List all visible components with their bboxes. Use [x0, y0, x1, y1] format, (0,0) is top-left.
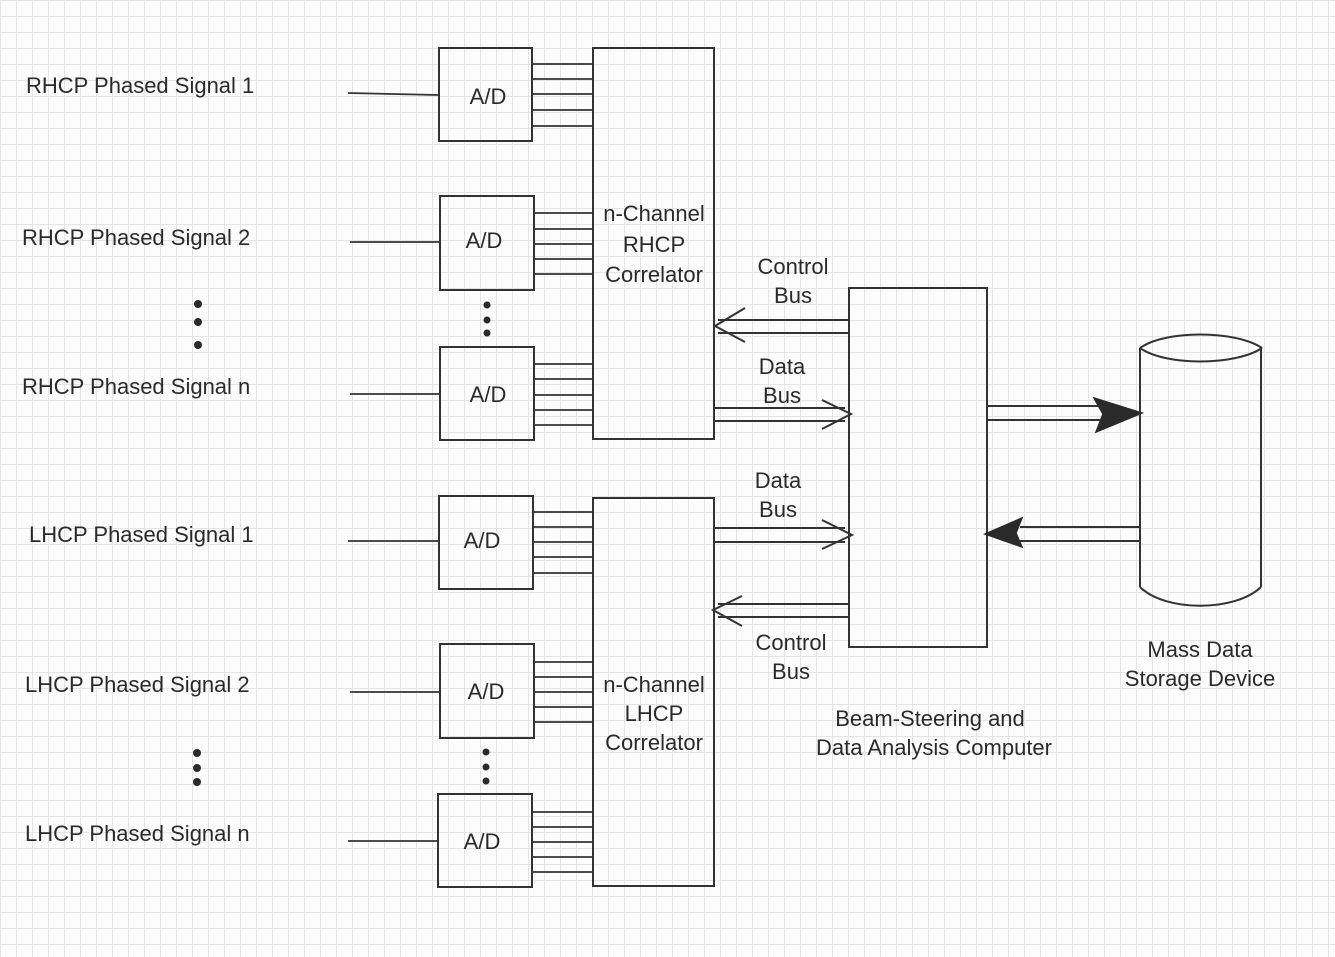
- ellipsis-dots: [193, 300, 491, 786]
- adc-label: A/D: [466, 228, 503, 253]
- storage-cylinder-icon: [1139, 333, 1263, 607]
- storage-label-line-2: Storage Device: [1125, 666, 1275, 691]
- computer-to-storage-link: [987, 396, 1145, 434]
- computer-label-line-2: Data Analysis Computer: [816, 735, 1052, 760]
- lhcp-signal-n-label: LHCP Phased Signal n: [25, 821, 250, 846]
- rhcp-correlator-line-1: n-Channel: [603, 201, 705, 226]
- adc-block-lhcp-n: A/D: [437, 793, 533, 888]
- lhcp-correlator-line-2: LHCP: [625, 701, 684, 726]
- rhcp-correlator-line-2: RHCP: [623, 232, 685, 257]
- adc-label: A/D: [464, 528, 501, 553]
- input-lines: [347, 92, 440, 842]
- adc-block-lhcp-2: A/D: [439, 643, 535, 739]
- lhcp-signal-1-label: LHCP Phased Signal 1: [29, 522, 254, 547]
- adc-block-rhcp-2: A/D: [439, 195, 535, 291]
- beam-steering-computer: [848, 287, 988, 648]
- lhcp-correlator-line-1: n-Channel: [603, 672, 705, 697]
- lhcp-data-bus: [714, 519, 855, 550]
- adc-label: A/D: [470, 382, 507, 407]
- lhcp-data-bus-label-2: Bus: [759, 497, 797, 522]
- arrowhead-right-icon: [1092, 396, 1145, 434]
- rhcp-data-bus: [714, 399, 854, 430]
- adc-block-rhcp-n: A/D: [439, 346, 535, 441]
- lhcp-control-bus-label-1: Control: [756, 630, 827, 655]
- computer-label-line-1: Beam-Steering and: [835, 706, 1025, 731]
- rhcp-data-bus-label-1: Data: [759, 354, 806, 379]
- rhcp-control-bus-label-2: Bus: [774, 283, 812, 308]
- rhcp-correlator-line-3: Correlator: [605, 262, 703, 287]
- adc-label: A/D: [468, 679, 505, 704]
- adc-block-rhcp-1: A/D: [438, 47, 533, 142]
- rhcp-correlator: n-Channel RHCP Correlator: [592, 47, 715, 440]
- lhcp-signal-2-label: LHCP Phased Signal 2: [25, 672, 250, 697]
- lhcp-control-bus: [710, 595, 849, 627]
- adc-output-wires: [532, 63, 593, 873]
- storage-label-line-1: Mass Data: [1147, 637, 1253, 662]
- lhcp-control-bus-label-2: Bus: [772, 659, 810, 684]
- adc-block-lhcp-1: A/D: [438, 495, 534, 590]
- rhcp-signal-n-label: RHCP Phased Signal n: [22, 374, 250, 399]
- arrowhead-left-icon: [982, 516, 1024, 549]
- rhcp-signal-1-label: RHCP Phased Signal 1: [26, 73, 254, 98]
- rhcp-data-bus-label-2: Bus: [763, 383, 801, 408]
- lhcp-correlator: n-Channel LHCP Correlator: [592, 497, 715, 887]
- rhcp-control-bus: [712, 307, 849, 343]
- adc-label: A/D: [470, 84, 507, 109]
- rhcp-control-bus-label-1: Control: [758, 254, 829, 279]
- rhcp-signal-2-label: RHCP Phased Signal 2: [22, 225, 250, 250]
- adc-label: A/D: [464, 829, 501, 854]
- storage-to-computer-link: [982, 516, 1140, 549]
- lhcp-correlator-line-3: Correlator: [605, 730, 703, 755]
- lhcp-data-bus-label-1: Data: [755, 468, 802, 493]
